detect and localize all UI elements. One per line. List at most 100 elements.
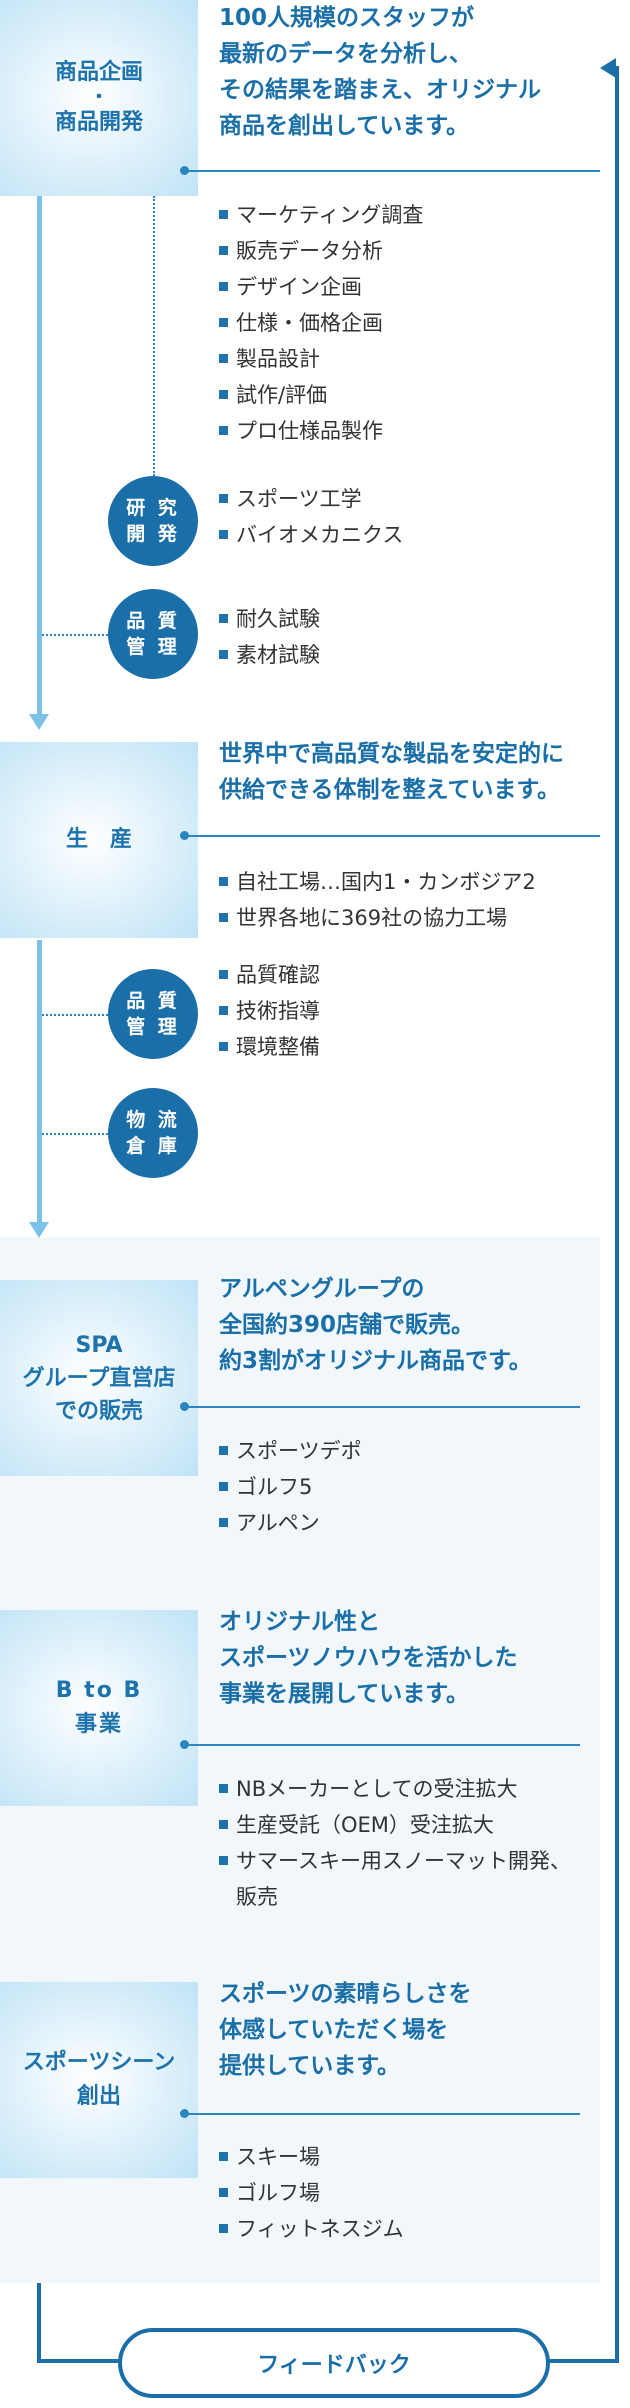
badge-rnd: 研 究 開 発: [108, 476, 198, 566]
list-item: 自社工場…国内1・カンボジア2: [219, 864, 536, 900]
spa-divider-dot: [180, 1402, 189, 1411]
spa-divider: [184, 1406, 580, 1408]
list-item: 技術指導: [219, 993, 320, 1029]
spa-list: スポーツデポ ゴルフ5 アルペン: [219, 1433, 362, 1541]
qc2-list: 品質確認 技術指導 環境整備: [219, 957, 320, 1065]
badge-logistics: 物 流 倉 庫: [108, 1088, 198, 1178]
headline-line: 体感していただく場を: [219, 2017, 449, 2043]
badge-label: 管 理: [126, 636, 180, 658]
list-item: 生産受託（OEM）受注拡大: [219, 1807, 571, 1843]
badge-label: 研 究: [126, 497, 180, 519]
phase-label: グループ直営店: [22, 1365, 176, 1391]
badge-label: 品 質: [126, 610, 180, 632]
flow-arrow-down-icon: [29, 1222, 49, 1238]
headline-line: 世界中で高品質な製品を安定的に: [219, 741, 564, 767]
list-item: 世界各地に369社の協力工場: [219, 900, 536, 936]
list-item: 品質確認: [219, 957, 320, 993]
logistics-connector: [42, 1133, 108, 1135]
phase-label: 生 産: [65, 827, 132, 852]
phase-label: 商品開発: [54, 110, 143, 135]
feedback-line-bottom-right: [548, 2359, 619, 2363]
flow-line-upper: [37, 196, 42, 716]
phase-label: での販売: [54, 1398, 143, 1424]
badge-label: 物 流: [126, 1109, 180, 1131]
badge-label: 管 理: [126, 1016, 180, 1038]
headline-line: 提供しています。: [219, 2053, 401, 2079]
btob-divider: [184, 1744, 580, 1746]
headline-line: スポーツノウハウを活かした: [219, 1645, 518, 1671]
badge-qc1: 品 質 管 理: [108, 589, 198, 679]
qc1-list: 耐久試験 素材試験: [219, 601, 320, 673]
headline-line: 事業を展開しています。: [219, 1681, 470, 1707]
headline-line: アルペングループの: [219, 1276, 425, 1302]
planning-headline: 100人規模のスタッフが 最新のデータを分析し、 その結果を踏まえ、オリジナル …: [219, 0, 541, 144]
scene-divider: [184, 2113, 580, 2115]
planning-divider: [184, 170, 600, 172]
headline-line: スポーツの素晴らしさを: [219, 1981, 472, 2007]
headline-line: 最新のデータを分析し、: [219, 41, 472, 67]
list-item: バイオメカニクス: [219, 517, 403, 553]
list-item: アルペン: [219, 1505, 362, 1541]
badge-label: 開 発: [126, 523, 180, 545]
feedback-line-bottom-left: [37, 2359, 121, 2363]
headline-line: 100人規模のスタッフが: [219, 5, 475, 31]
qc1-connector: [42, 634, 108, 636]
headline-line: 約3割がオリジナル商品です。: [219, 1348, 532, 1374]
phase-label: SPA: [75, 1332, 123, 1358]
scene-list: スキー場 ゴルフ場 フィットネスジム: [219, 2139, 404, 2247]
feedback-arrow-left-icon: [600, 58, 616, 78]
rnd-list: スポーツ工学 バイオメカニクス: [219, 481, 403, 553]
flow-line-lower: [37, 940, 42, 1226]
headline-line: オリジナル性と: [219, 1609, 380, 1635]
phase-planning: 商品企画 ・ 商品開発: [0, 0, 198, 196]
production-list: 自社工場…国内1・カンボジア2 世界各地に369社の協力工場: [219, 864, 536, 936]
btob-list-continuation: 販売: [236, 1885, 278, 1909]
btob-headline: オリジナル性と スポーツノウハウを活かした 事業を展開しています。: [219, 1604, 518, 1712]
list-item: デザイン企画: [219, 269, 423, 305]
phase-label: 事業: [74, 1712, 123, 1737]
list-item: フィットネスジム: [219, 2211, 404, 2247]
feedback-line-right: [615, 66, 619, 2363]
qc2-connector: [42, 1014, 108, 1016]
feedback-label: フィードバック: [257, 2353, 411, 2378]
phase-label-dot: ・: [90, 87, 108, 108]
btob-divider-dot: [180, 1740, 189, 1749]
phase-scene: スポーツシーン 創出: [0, 1982, 198, 2178]
headline-line: 商品を創出しています。: [219, 113, 470, 139]
list-item: 環境整備: [219, 1029, 320, 1065]
phase-label: スポーツシーン: [22, 2050, 176, 2075]
list-item: ゴルフ5: [219, 1469, 362, 1505]
list-item: 製品設計: [219, 341, 423, 377]
list-item: NBメーカーとしての受注拡大: [219, 1771, 571, 1807]
phase-spa: SPA グループ直営店 での販売: [0, 1280, 198, 1476]
list-item: ゴルフ場: [219, 2175, 404, 2211]
list-item: スポーツ工学: [219, 481, 403, 517]
list-item: サマースキー用スノーマット開発、: [219, 1843, 571, 1879]
flow-arrow-down-icon: [29, 714, 49, 730]
headline-line: その結果を踏まえ、オリジナル: [219, 77, 541, 103]
list-item: スポーツデポ: [219, 1433, 362, 1469]
feedback-line-left: [37, 2283, 41, 2363]
btob-list: NBメーカーとしての受注拡大 生産受託（OEM）受注拡大 サマースキー用スノーマ…: [219, 1771, 571, 1879]
list-item: スキー場: [219, 2139, 404, 2175]
planning-list: マーケティング調査 販売データ分析 デザイン企画 仕様・価格企画 製品設計 試作…: [219, 197, 423, 449]
list-item: 仕様・価格企画: [219, 305, 423, 341]
list-item: プロ仕様品製作: [219, 413, 423, 449]
badge-qc2: 品 質 管 理: [108, 969, 198, 1059]
phase-production: 生 産: [0, 742, 198, 938]
list-item: 販売データ分析: [219, 233, 423, 269]
scene-divider-dot: [180, 2109, 189, 2118]
phase-btob: B to B 事業: [0, 1610, 198, 1806]
phase-label: B to B: [55, 1678, 143, 1703]
list-item: 試作/評価: [219, 377, 423, 413]
scene-headline: スポーツの素晴らしさを 体感していただく場を 提供しています。: [219, 1976, 472, 2084]
list-item: マーケティング調査: [219, 197, 423, 233]
production-divider-dot: [180, 831, 189, 840]
badge-label: 品 質: [126, 990, 180, 1012]
phase-label: 商品企画: [54, 60, 143, 85]
list-item: 素材試験: [219, 637, 320, 673]
badge-label: 倉 庫: [126, 1135, 180, 1157]
production-divider: [184, 835, 600, 837]
rnd-connector: [153, 196, 155, 476]
planning-divider-dot: [180, 166, 189, 175]
